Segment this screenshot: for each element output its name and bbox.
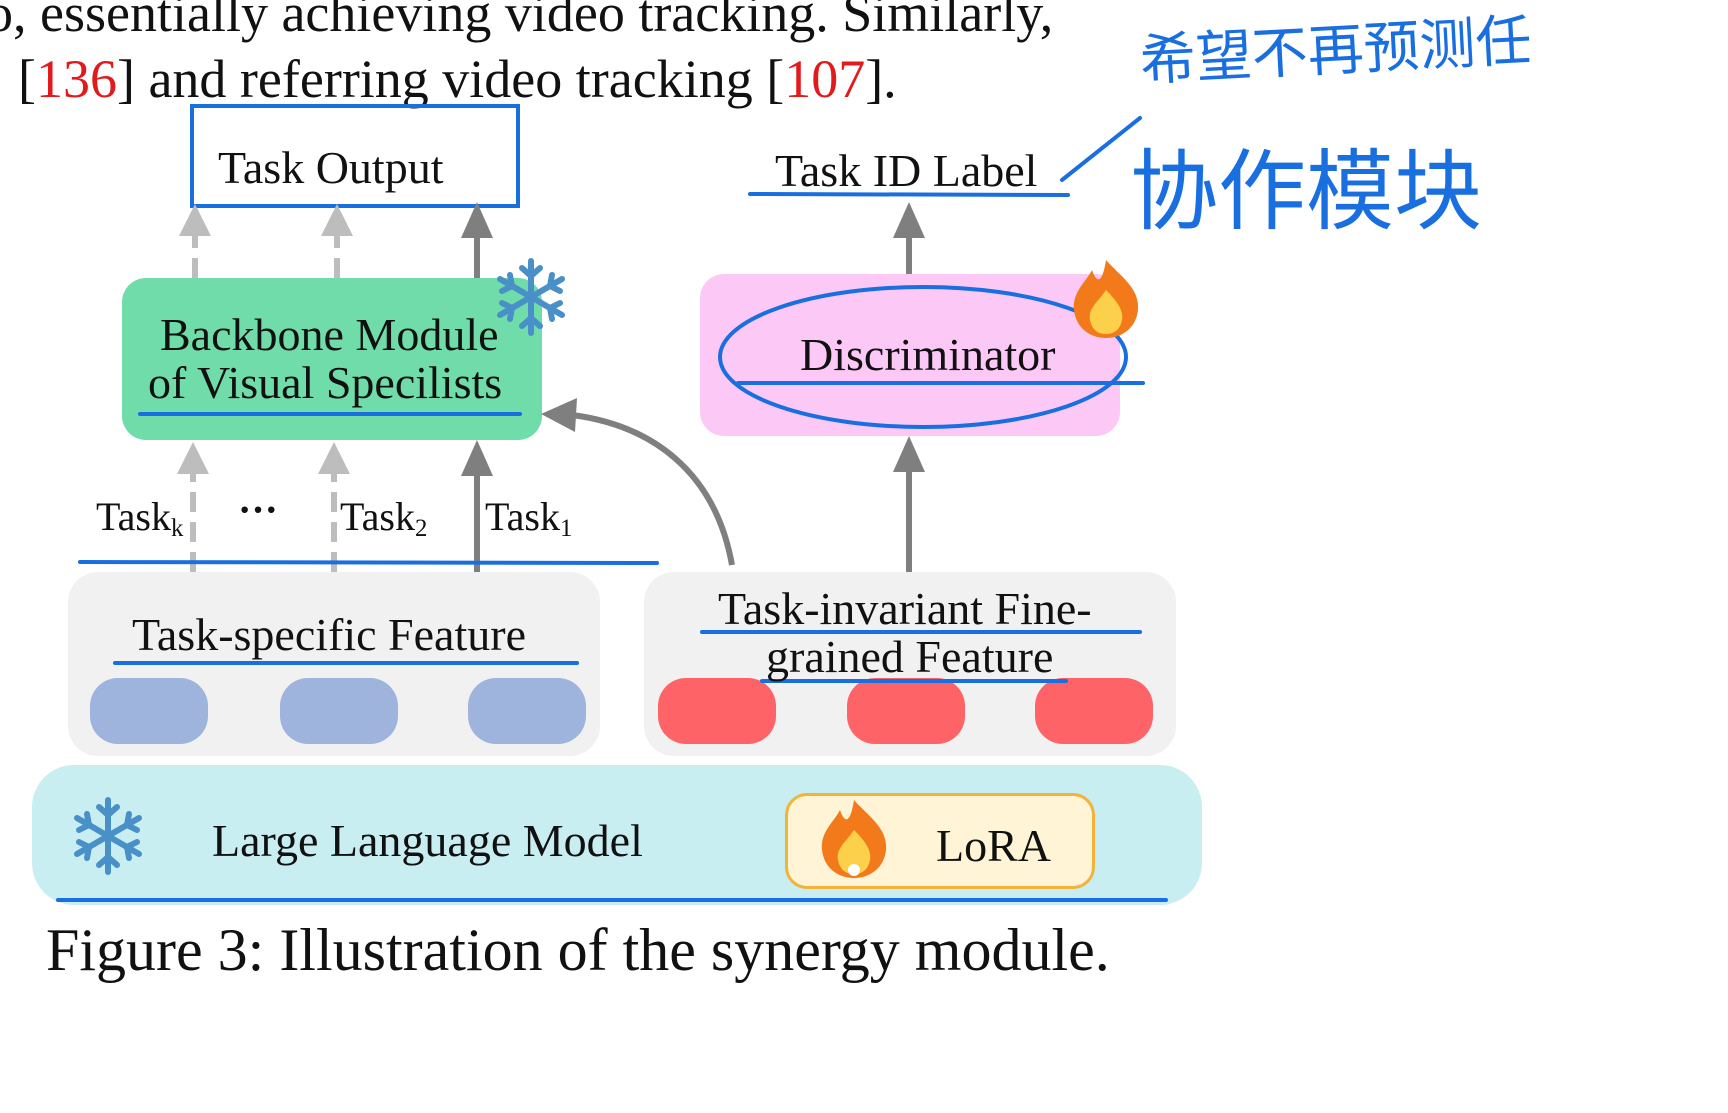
task-output-box [190,104,520,208]
annotation-underlines [56,116,1168,902]
snowflake-icon [74,797,142,875]
task-specific-token [90,678,208,744]
task-invariant-feature-label-line-2: grained Feature [766,631,1054,682]
figure-caption: Figure 3: Illustration of the synergy mo… [46,917,1110,983]
task-specific-feature-label: Task-specific Feature [132,609,526,660]
task-invariant-token [1035,678,1153,744]
fire-icon [1073,260,1139,338]
llm-label: Large Language Model [212,815,643,866]
lora-label: LoRA [936,820,1051,871]
backbone-label-line-1: Backbone Module [160,309,499,360]
discriminator-label: Discriminator [800,329,1056,380]
active-arrows [461,202,925,572]
task-2-label: Task2 [340,494,428,543]
task-specific-token [280,678,398,744]
citation-107[interactable]: 107 [784,49,866,109]
paper-text-line-1: o, essentially achieving video tracking.… [0,0,1054,43]
task-invariant-token [658,678,776,744]
handwritten-annotation-line-2: 协作模块 [1130,140,1483,243]
fire-icon [821,800,887,878]
task-specific-token [468,678,586,744]
task-ellipsis: ··· [238,487,279,532]
paper-text-line-2: [136] and referring video tracking [107]… [18,49,897,109]
inactive-task-arrows [177,204,353,572]
citation-136[interactable]: 136 [35,49,117,109]
task-invariant-token [847,678,965,744]
task-1-label: Task1 [485,494,573,543]
task-k-label: Taskk [96,494,184,543]
backbone-label-line-2: of Visual Specilists [148,357,503,408]
task-id-label: Task ID Label [775,145,1038,196]
snowflake-icon [497,258,565,336]
task-invariant-feature-label-line-1: Task-invariant Fine- [718,583,1092,634]
task-output-label: Task Output [218,142,444,193]
